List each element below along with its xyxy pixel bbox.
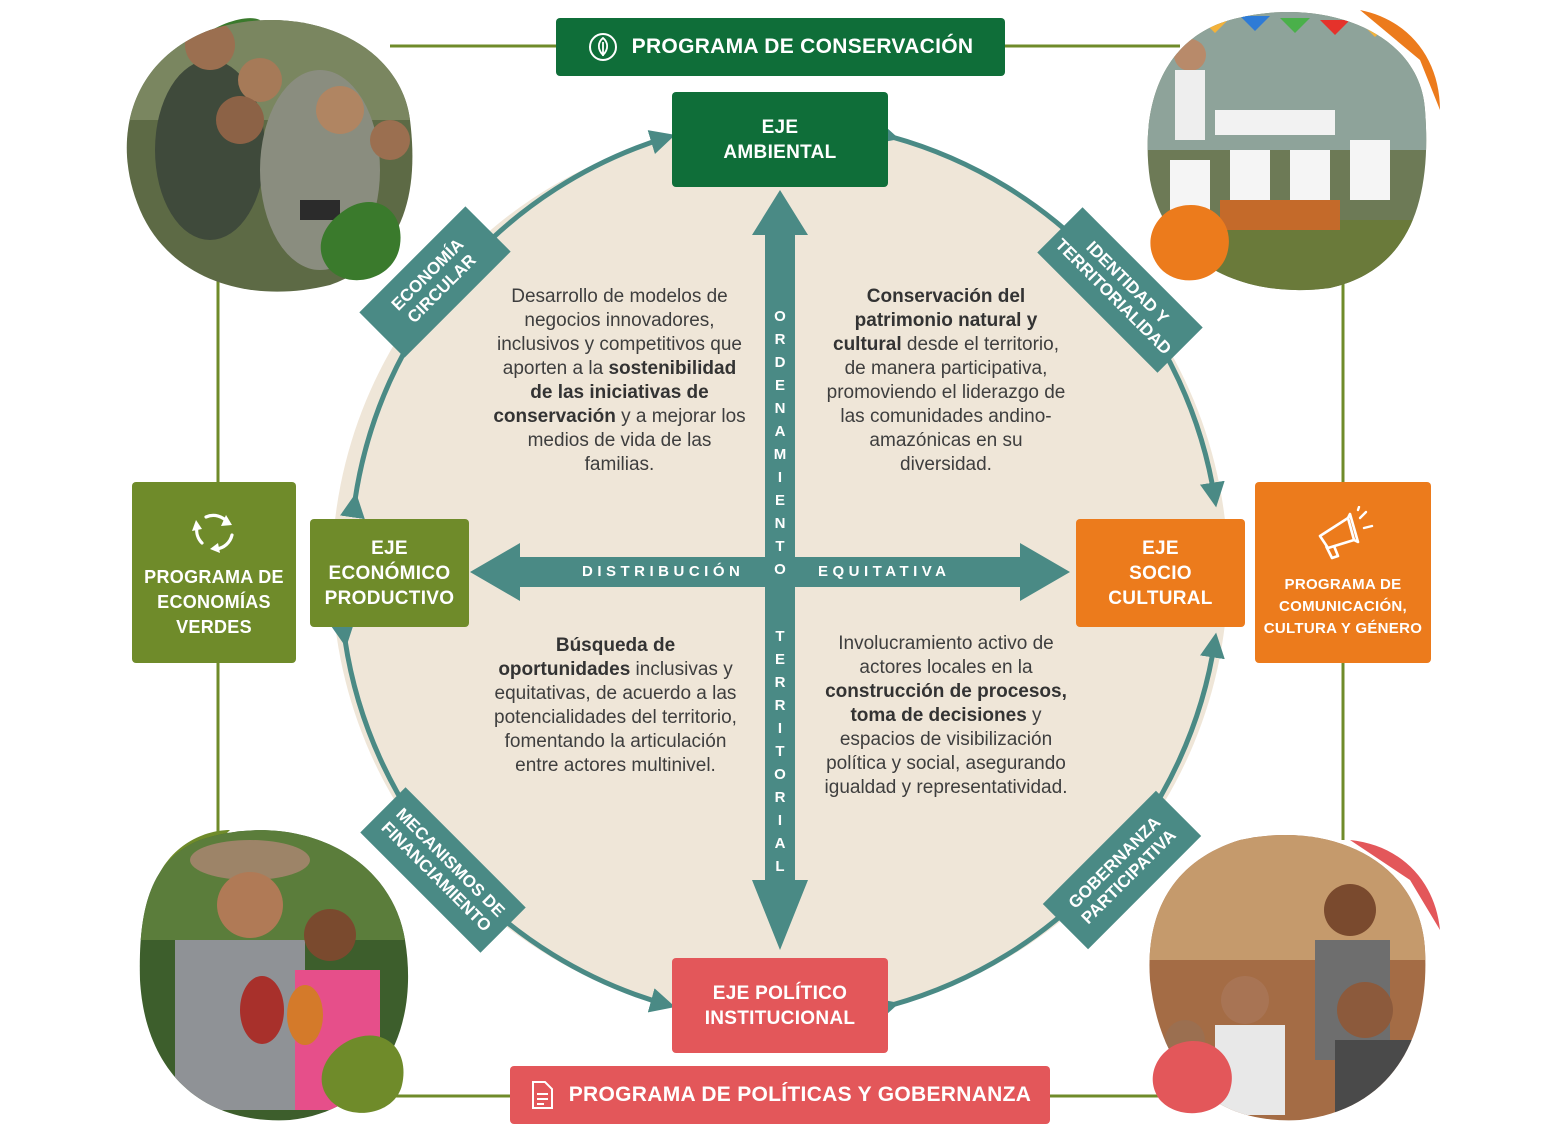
axis-label-territorial: T E R R I T O R I A L	[774, 628, 786, 875]
programa-economias: PROGRAMA DE ECONOMÍAS VERDES	[132, 482, 296, 663]
eje-economico-line-1: EJE	[371, 537, 408, 559]
axis-label-distribucion: DISTRIBUCIÓN	[582, 563, 745, 580]
leaf-icon	[588, 33, 617, 61]
quadrant-text-bottom-left: Búsqueda de oportunidades inclusivas y e…	[493, 634, 738, 778]
programa-comunicacion-line-3: CULTURA Y GÉNERO	[1263, 619, 1423, 637]
school-event-photo	[1147, 10, 1440, 291]
q-br-part-1: Involucramiento activo de actores locale…	[838, 633, 1054, 678]
recycle-icon	[192, 513, 234, 553]
programa-politicas-label: PROGRAMA DE POLÍTICAS Y GOBERNANZA	[568, 1083, 1032, 1106]
eje-economico-line-2: ECONÓMICO	[328, 562, 451, 584]
q-br-part-3: y espacios de visibilización política y …	[824, 705, 1068, 798]
quadrant-text-bottom-right: Involucramiento activo de actores locale…	[816, 632, 1076, 800]
document-icon	[531, 1081, 553, 1109]
cacao-farmers-photo	[139, 830, 409, 1121]
programa-comunicacion-line-2: COMUNICACIÓN,	[1278, 597, 1408, 615]
eje-politico-line-2: INSTITUCIONAL	[704, 1007, 856, 1029]
eje-politico-line-1: EJE POLÍTICO	[712, 982, 848, 1004]
axis-label-ordenamiento: O R D E N A M I E N T O	[773, 308, 787, 578]
quadrant-text-top-left: Desarrollo de modelos de negocios innova…	[492, 285, 747, 477]
programa-comunicacion: PROGRAMA DE COMUNICACIÓN, CULTURA Y GÉNE…	[1255, 482, 1431, 663]
eje-socio-cultural: EJE SOCIO CULTURAL	[1076, 519, 1245, 627]
eje-socio-line-1: EJE	[1142, 537, 1179, 559]
eje-economico-line-3: PRODUCTIVO	[324, 587, 455, 609]
q-bl-part-2: inclusivas y equitativas, de acuerdo a l…	[494, 659, 737, 776]
eje-socio-line-2: SOCIO	[1129, 562, 1192, 584]
quadrant-text-top-right: Conservación del patrimonio natural y cu…	[826, 285, 1066, 477]
megaphone-icon	[1318, 505, 1374, 559]
q-tl-part-2: sostenibilidad de las iniciativas de con…	[493, 358, 737, 427]
eje-ambiental: EJE AMBIENTAL	[672, 92, 888, 187]
q-tr-part-2: desde el territorio, de manera participa…	[826, 334, 1066, 475]
programa-economias-line-3: VERDES	[176, 617, 252, 637]
programa-economias-line-2: ECONOMÍAS	[157, 592, 271, 612]
eje-ambiental-line-1: EJE	[761, 116, 799, 138]
eje-socio-line-3: CULTURAL	[1108, 587, 1213, 609]
eje-politico-institucional: EJE POLÍTICO INSTITUCIONAL	[672, 958, 888, 1053]
programa-conservacion-label: PROGRAMA DE CONSERVACIÓN	[631, 35, 974, 58]
eje-economico-productivo: EJE ECONÓMICO PRODUCTIVO	[310, 519, 469, 627]
cross-arrows	[470, 190, 1070, 950]
programa-conservacion: PROGRAMA DE CONSERVACIÓN	[556, 18, 1005, 76]
q-tl-part-3: y a mejorar los medios de vida de las fa…	[527, 406, 746, 475]
q-tr-part-1: Conservación del patrimonio natural y cu…	[833, 286, 1038, 355]
programa-politicas: PROGRAMA DE POLÍTICAS Y GOBERNANZA	[510, 1066, 1050, 1124]
eje-ambiental-line-2: AMBIENTAL	[723, 141, 837, 163]
q-bl-part-1: Búsqueda de oportunidades	[498, 635, 676, 680]
q-br-part-2: construcción de procesos, toma de decisi…	[825, 681, 1067, 726]
programa-economias-line-1: PROGRAMA DE	[144, 567, 284, 587]
q-tl-part-1: Desarrollo de modelos de negocios innova…	[497, 286, 742, 379]
axis-label-equitativa: EQUITATIVA	[818, 563, 951, 580]
programa-comunicacion-line-1: PROGRAMA DE	[1284, 575, 1402, 593]
field-team-photo	[126, 18, 413, 292]
community-meeting-photo	[1149, 834, 1440, 1121]
